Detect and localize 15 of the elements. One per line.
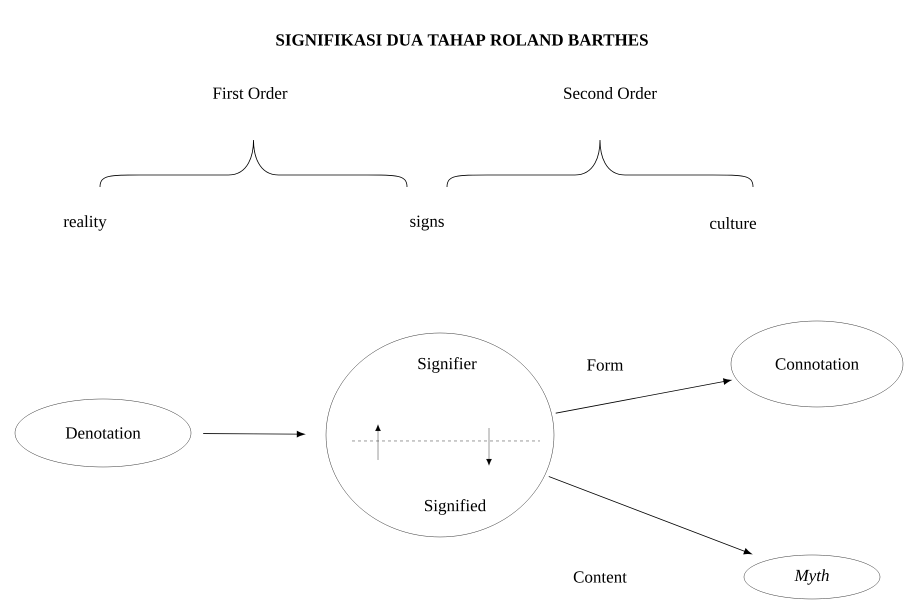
label: culture: [710, 217, 756, 229]
arrow: [555, 378, 732, 414]
title: SIGNIFIKASI DUA TAHAP ROLAND BARTHES: [276, 34, 648, 46]
edge-label: Content: [572, 570, 628, 584]
arrow: [548, 476, 752, 554]
label: First Order: [212, 87, 288, 99]
ellipse-node: Signifier Signified: [326, 332, 554, 538]
arrow: [202, 430, 305, 438]
edge-label: Form: [586, 358, 624, 372]
label: signs: [410, 216, 444, 230]
ellipse-node: Myth: [744, 554, 880, 600]
ellipse-node: Denotation: [14, 398, 192, 468]
label: Second Order: [564, 87, 657, 99]
label: reality: [64, 215, 107, 231]
ellipse-node: Connotation: [730, 320, 904, 408]
